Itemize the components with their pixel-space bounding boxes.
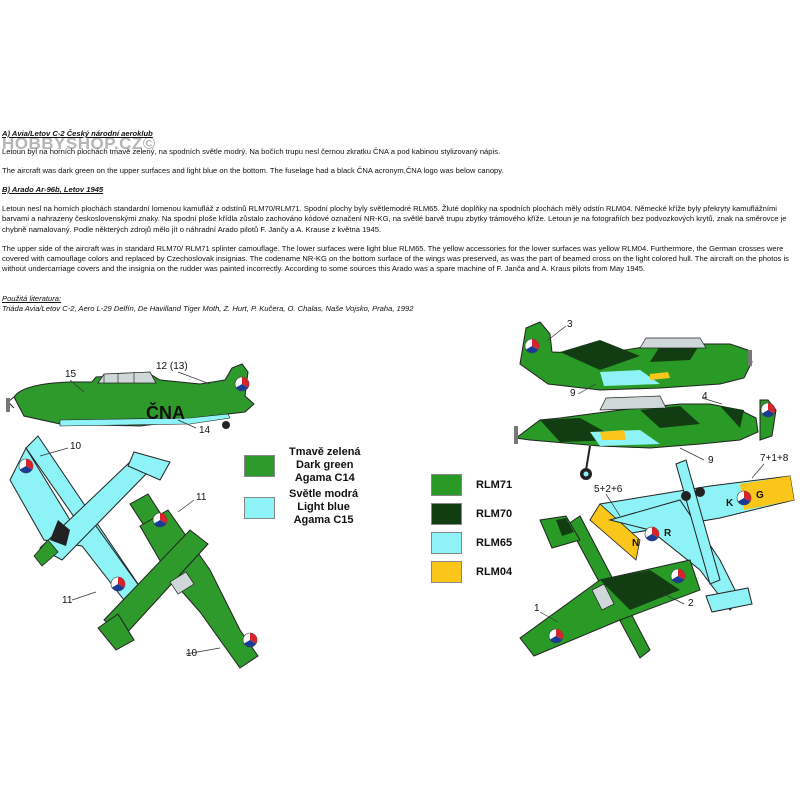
literature-text: Triáda Avia/Letov C-2, Aero L-29 Delfín,… <box>2 304 414 314</box>
legend-light-blue: Světle modrá Light blue Agama C15 <box>244 488 358 527</box>
callout-11-bottom: 11 <box>62 595 73 606</box>
arado-side-view-top <box>519 321 753 391</box>
swatch-rlm65 <box>431 532 462 554</box>
callout-9-lower: 9 <box>708 455 714 466</box>
callout-10-bottom: 10 <box>70 441 82 452</box>
legend-dark-green: Tmavě zelená Dark green Agama C14 <box>244 446 361 485</box>
swatch-light-blue <box>244 496 275 519</box>
callout-4: 4 <box>702 391 708 402</box>
legend-light-blue-text: Světle modrá Light blue Agama C15 <box>289 488 358 527</box>
c2-side-view: ČNA <box>6 363 255 429</box>
callout-11-top: 11 <box>196 492 207 503</box>
section-a-english: The aircraft was dark green on the upper… <box>2 166 504 176</box>
legend-dark-green-en: Dark green <box>296 459 354 471</box>
section-b: B) Arado Ar-96b, Letov 1945 Letoun nesl … <box>2 185 798 274</box>
code-letter-r: R <box>664 528 672 539</box>
callout-14: 14 <box>199 425 211 436</box>
section-b-english: The upper side of the aircraft was in st… <box>2 243 789 274</box>
c2-bottom-view <box>9 435 171 601</box>
callout-7-1-8: 7+1+8 <box>760 453 789 464</box>
legend-dark-green-code: Agama C14 <box>294 472 355 484</box>
callout-lines <box>39 325 765 655</box>
section-b-czech: Letoun nesl na horních plochách standard… <box>2 204 787 234</box>
callout-1: 1 <box>534 603 540 614</box>
legend-dark-green-cz: Tmavě zelená <box>289 446 361 458</box>
callout-3: 3 <box>567 319 573 330</box>
legend-rlm71: RLM71 <box>431 474 512 496</box>
section-b-heading: B) Arado Ar-96b, Letov 1945 <box>2 185 104 194</box>
section-a-czech: Letoun byl na horních plochách tmavě zel… <box>2 147 501 157</box>
arado-top-view <box>519 515 701 659</box>
legend-rlm70: RLM70 <box>431 503 512 525</box>
swatch-rlm71 <box>431 474 462 496</box>
arado-bottom-view: N R K G <box>589 459 795 613</box>
legend-light-blue-code: Agama C15 <box>293 514 354 526</box>
literature-label: Použitá literatura: <box>2 294 62 303</box>
legend-light-blue-en: Light blue <box>297 501 350 513</box>
callout-15: 15 <box>65 369 77 380</box>
section-a-heading: A) Avia/Letov C-2 Český národní aeroklub <box>2 129 153 138</box>
literature: Použitá literatura: Triáda Avia/Letov C-… <box>2 294 798 314</box>
code-letter-n: N <box>632 538 639 549</box>
cna-lettering: ČNA <box>146 402 185 423</box>
hobbyshop-watermark: HOBBYSHOP.CZ© <box>2 134 156 153</box>
section-a: A) Avia/Letov C-2 Český národní aeroklub… <box>2 129 798 177</box>
callout-2: 2 <box>688 598 694 609</box>
callout-12-13: 12 (13) <box>156 361 188 372</box>
legend-dark-green-text: Tmavě zelená Dark green Agama C14 <box>289 446 361 485</box>
code-letter-k: K <box>726 498 734 509</box>
swatch-rlm04 <box>431 561 462 583</box>
legend-light-blue-cz: Světle modrá <box>289 488 359 500</box>
swatch-dark-green <box>244 454 275 477</box>
swatch-rlm70 <box>431 503 462 525</box>
callout-9-upper: 9 <box>570 388 576 399</box>
c2-top-view <box>97 493 259 669</box>
legend-rlm04: RLM04 <box>431 561 512 583</box>
arado-side-view-bottom <box>514 395 777 480</box>
legend-rlm65: RLM65 <box>431 532 512 554</box>
legend-rlm71-label: RLM71 <box>476 479 513 491</box>
callout-5-2-6: 5+2+6 <box>594 484 623 495</box>
legend-rlm70-label: RLM70 <box>476 508 513 520</box>
legend-rlm65-label: RLM65 <box>476 537 513 549</box>
code-letter-g: G <box>756 490 764 501</box>
legend-rlm04-label: RLM04 <box>476 566 513 578</box>
callout-10-top: 10 <box>186 648 198 659</box>
